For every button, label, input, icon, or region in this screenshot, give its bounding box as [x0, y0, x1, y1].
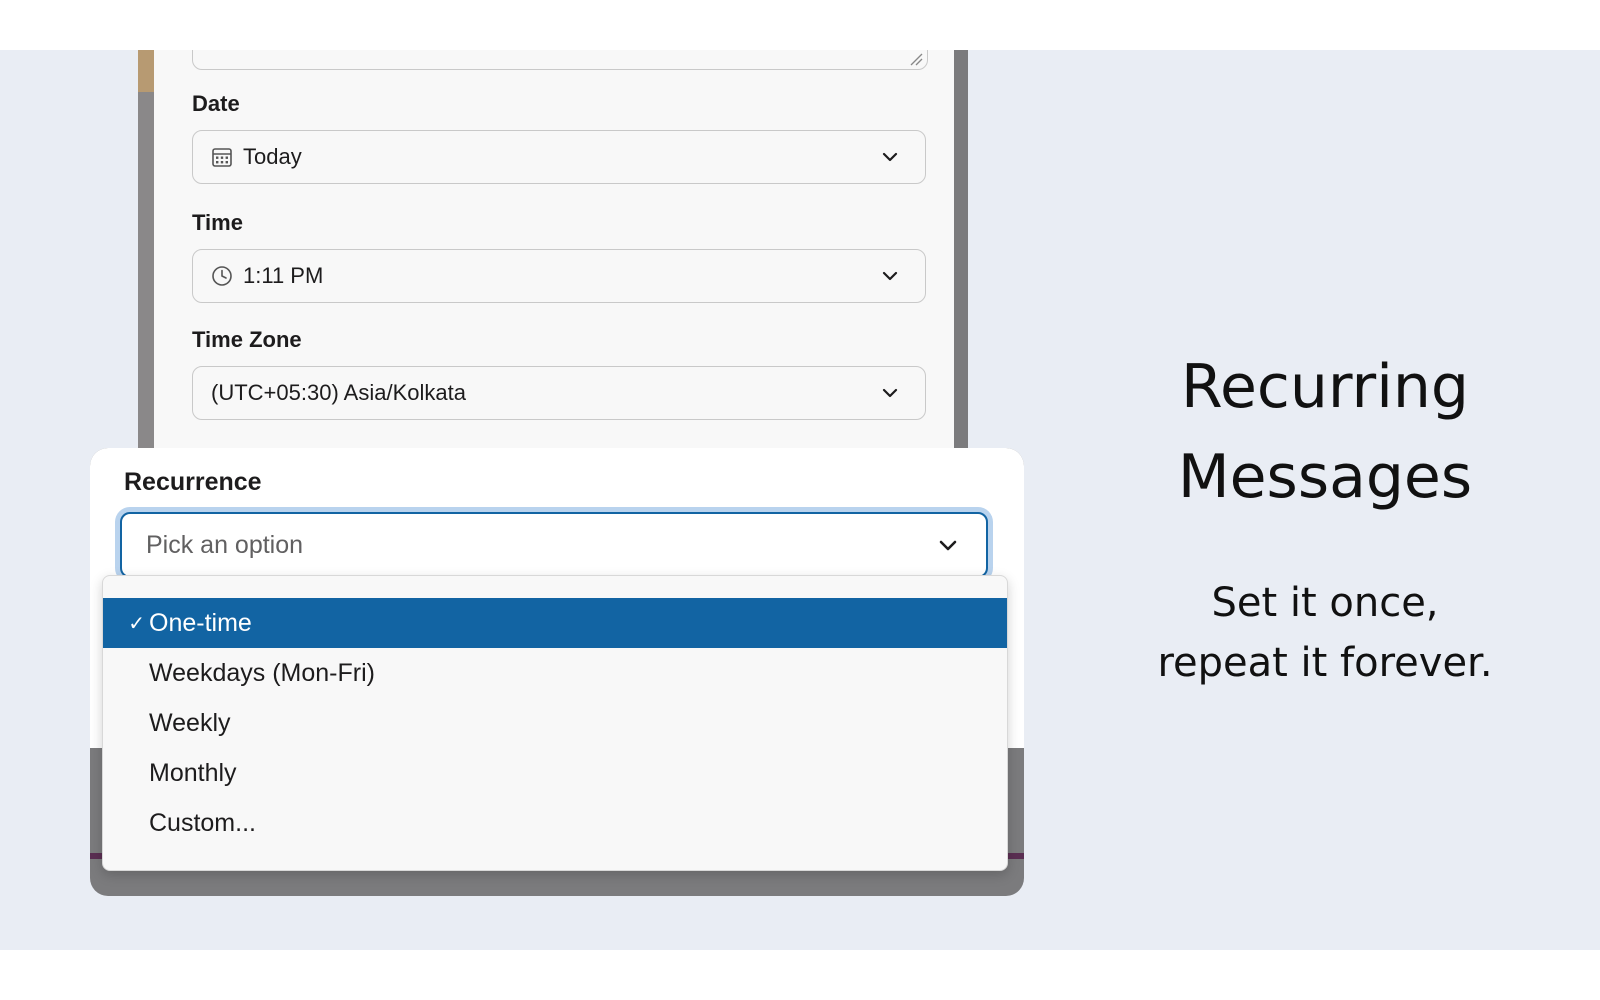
- checkmark-icon: ✓: [128, 612, 145, 635]
- timezone-value: (UTC+05:30) Asia/Kolkata: [211, 380, 466, 405]
- chevron-down-icon: [881, 267, 899, 285]
- option-label: Weekdays (Mon-Fri): [149, 658, 375, 687]
- clock-icon: [211, 265, 233, 287]
- date-value: Today: [243, 144, 302, 169]
- option-label: Weekly: [149, 708, 231, 737]
- recurrence-placeholder: Pick an option: [146, 530, 304, 559]
- chevron-down-icon: [881, 384, 899, 402]
- option-label: One-time: [149, 608, 252, 637]
- promo-title-line: Recurring: [1181, 352, 1469, 422]
- option-label: Monthly: [149, 758, 237, 787]
- time-label: Time: [192, 210, 243, 235]
- calendar-icon: [211, 146, 233, 168]
- option-custom[interactable]: Custom...: [103, 798, 1007, 848]
- chevron-down-icon: [881, 148, 899, 166]
- option-weekly[interactable]: Weekly: [103, 698, 1007, 748]
- message-textarea[interactable]: [192, 50, 928, 70]
- option-monthly[interactable]: Monthly: [103, 748, 1007, 798]
- schedule-form-panel: Date Today: [154, 50, 954, 520]
- promo-subtitle: Set it once, repeat it forever.: [1110, 573, 1540, 693]
- promo-title-line: Messages: [1177, 442, 1473, 512]
- option-label: Custom...: [149, 808, 256, 837]
- option-weekdays[interactable]: Weekdays (Mon-Fri): [103, 648, 1007, 698]
- background-modal: Date Today: [138, 50, 968, 520]
- promo-subtitle-line: Set it once,: [1211, 580, 1439, 626]
- timezone-select[interactable]: (UTC+05:30) Asia/Kolkata: [192, 366, 926, 420]
- time-select[interactable]: 1:11 PM: [192, 249, 926, 303]
- promo-subtitle-line: repeat it forever.: [1157, 640, 1493, 686]
- resize-handle-icon[interactable]: [909, 52, 923, 66]
- underlying-app-avatar: [138, 50, 154, 92]
- chevron-down-icon: [938, 535, 958, 555]
- recurrence-select[interactable]: Pick an option: [120, 512, 988, 578]
- recurrence-options-menu: ✓ One-time Weekdays (Mon-Fri) Weekly Mon…: [102, 575, 1008, 871]
- time-value: 1:11 PM: [243, 263, 324, 288]
- date-select[interactable]: Today: [192, 130, 926, 184]
- underlying-app-edge: [138, 50, 154, 520]
- date-label: Date: [192, 91, 240, 116]
- stage: Date Today: [0, 50, 1600, 950]
- option-one-time[interactable]: ✓ One-time: [103, 598, 1007, 648]
- promo-title: Recurring Messages: [1110, 342, 1540, 522]
- recurrence-label: Recurrence: [124, 468, 262, 496]
- timezone-label: Time Zone: [192, 327, 302, 352]
